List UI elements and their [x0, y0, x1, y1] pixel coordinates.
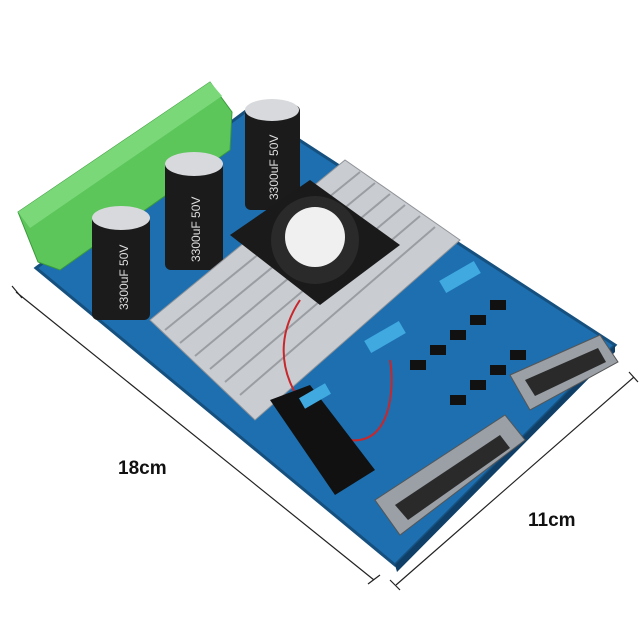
capacitor-label: 3300uF 50V: [117, 245, 131, 310]
width-label: 11cm: [528, 510, 576, 531]
small-heatsink: [270, 385, 375, 495]
db25-connector: [374, 414, 526, 536]
length-label: 18cm: [118, 458, 167, 479]
length-dimension-line: [11, 285, 381, 585]
ic-chips: [410, 300, 526, 405]
terminal-blocks: [17, 81, 233, 271]
dip-switches: [299, 260, 481, 409]
capacitor: 3300uF 50V: [245, 99, 300, 210]
width-dimension-line: [389, 371, 639, 591]
capacitor: 3300uF 50V: [92, 206, 150, 320]
capacitor-label: 3300uF 50V: [267, 135, 281, 200]
cooling-fan: [230, 180, 400, 305]
db25-connector: [509, 334, 619, 411]
capacitor-label: 3300uF 50V: [189, 197, 203, 262]
capacitor: 3300uF 50V: [165, 152, 223, 270]
